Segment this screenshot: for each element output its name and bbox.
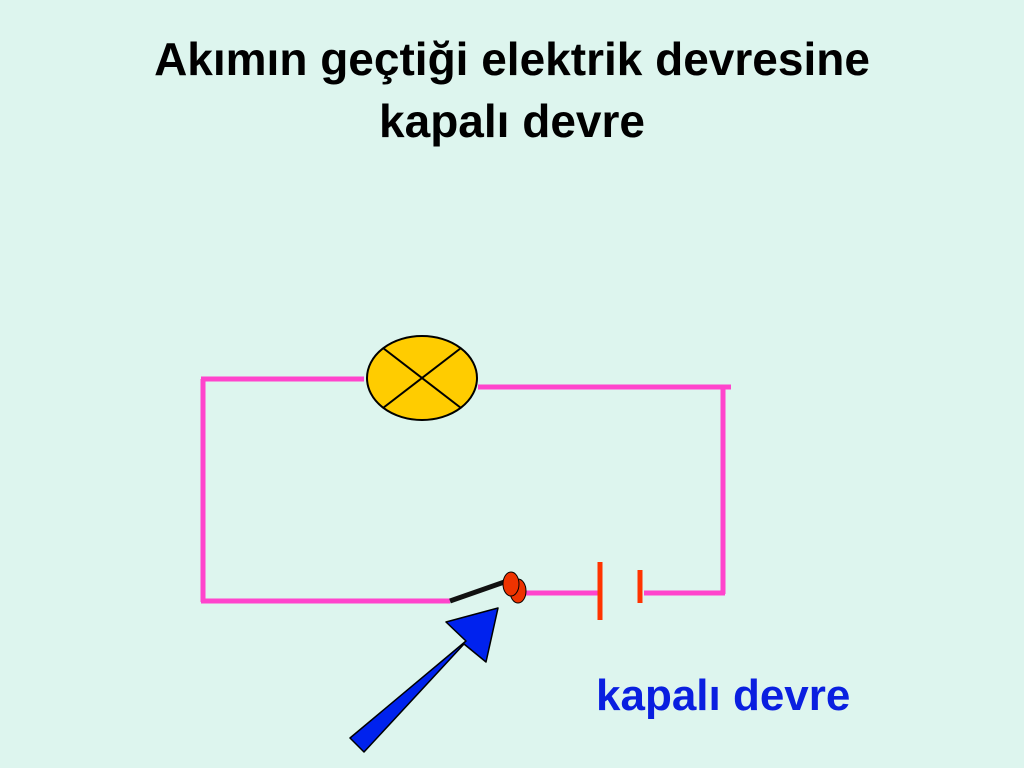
pointer-arrow xyxy=(349,607,499,753)
lamp-cross-b xyxy=(382,347,462,409)
switch xyxy=(449,571,527,604)
wires xyxy=(200,376,731,604)
caption: kapalı devre xyxy=(596,671,851,720)
battery xyxy=(597,562,643,620)
switch-contact-front xyxy=(502,571,520,597)
title-line-1: Akımın geçtiği elektrik devresine xyxy=(154,33,870,85)
lamp xyxy=(366,335,478,421)
slide-title: Akımın geçtiği elektrik devresine kapalı… xyxy=(0,28,1024,152)
switch-lever xyxy=(449,577,511,604)
title-line-2: kapalı devre xyxy=(379,95,645,147)
